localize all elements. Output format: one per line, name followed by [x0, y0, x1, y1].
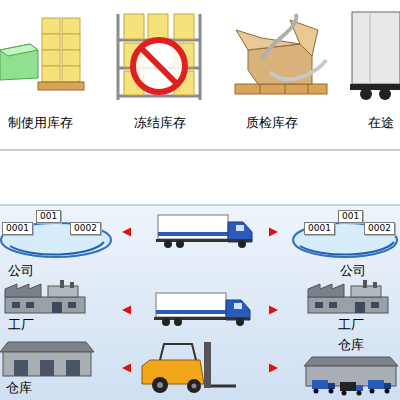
entity-node: 工厂 [0, 281, 122, 335]
node-label: 001 [342, 211, 359, 222]
node-label: 0002 [368, 223, 391, 234]
node-label: 001 [40, 211, 57, 222]
node-label: 工厂 [338, 316, 364, 333]
inventory-label: 冻结库存 [134, 114, 186, 131]
node-label: 工厂 [8, 316, 34, 333]
node-label: 0001 [6, 223, 29, 234]
code-box: 0001 [2, 222, 33, 235]
code-box: 0002 [70, 222, 101, 235]
code-box: 0001 [304, 222, 335, 235]
inventory-label: 制使用库存 [8, 114, 73, 131]
node-label: 公司 [8, 262, 34, 279]
entity-node: 仓库 [278, 336, 398, 398]
node-label: 仓库 [6, 379, 32, 396]
flow-arrow [122, 310, 278, 311]
node-label: 公司 [340, 262, 366, 279]
code-box: 001 [36, 210, 61, 223]
code-box: 001 [338, 210, 363, 223]
entity-node: 公司 001 0001 0002 [278, 205, 400, 281]
flow-arrow [122, 368, 278, 369]
entity-node: 仓库 [0, 338, 122, 398]
inventory-label: 在途 [368, 114, 394, 131]
node-label: 0001 [308, 223, 331, 234]
entity-node: 工厂 [278, 281, 400, 335]
entity-node: 公司 001 0001 0002 [0, 205, 122, 281]
inventory-label: 质检库存 [246, 114, 298, 131]
code-box: 0002 [364, 222, 395, 235]
node-label: 仓库 [338, 336, 364, 353]
node-label: 0002 [74, 223, 97, 234]
flow-arrow [122, 232, 278, 233]
